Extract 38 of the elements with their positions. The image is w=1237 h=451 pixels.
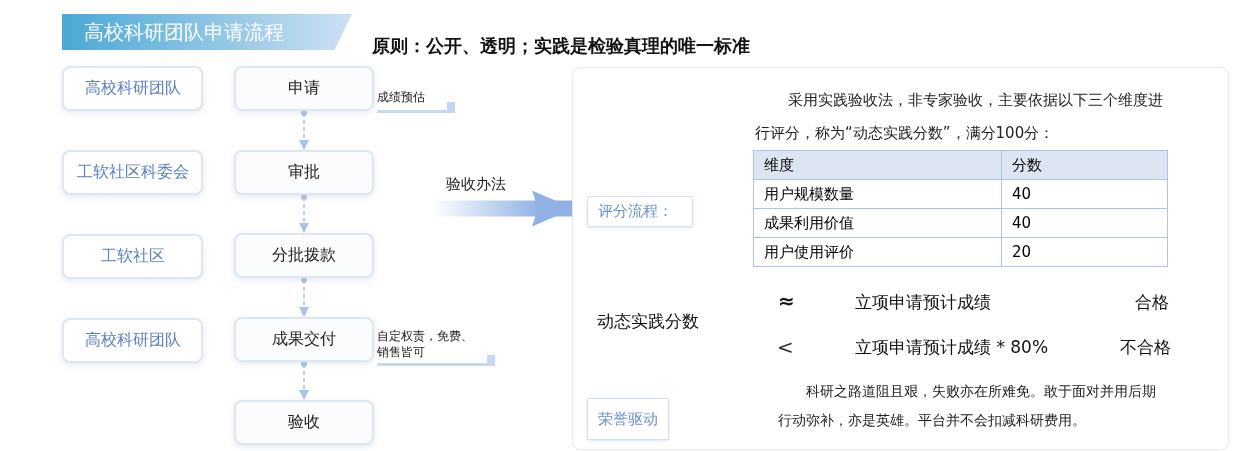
content-panel: [572, 67, 1229, 450]
note-text: 自定权责，免费、销售皆可: [377, 328, 495, 366]
section-tag: 评分流程：: [587, 196, 693, 227]
table-cell: 20: [1001, 237, 1168, 267]
role-box: 高校科研团队: [62, 66, 203, 111]
result-text: 不合格: [1120, 336, 1171, 359]
table-cell: 成果利用价值: [753, 208, 1002, 238]
result-label: 动态实践分数: [597, 310, 699, 333]
process-box: 审批: [234, 150, 374, 195]
table-cell: 40: [1001, 208, 1168, 238]
process-box: 分批拨款: [234, 233, 374, 278]
role-box: 工软社区科委会: [62, 150, 203, 195]
table-cell: 40: [1001, 179, 1168, 209]
note-text: 成绩预估: [377, 89, 455, 113]
comparison-symbol: <: [777, 335, 794, 359]
comparison-symbol: ≈: [778, 289, 795, 313]
condition-text: 立项申请预计成绩 * 80%: [855, 336, 1049, 359]
table-header-cell: 维度: [753, 150, 1002, 180]
condition-text: 立项申请预计成绩: [855, 291, 991, 314]
process-box: 验收: [234, 400, 374, 445]
role-box: 高校科研团队: [62, 318, 203, 363]
table-header-cell: 分数: [1001, 150, 1168, 180]
result-text: 合格: [1135, 291, 1169, 314]
paragraph: 采用实践验收法，非专家验收，主要依据以下三个维度进行评分，称为“动态实践分数”，满分100分：: [755, 90, 1164, 144]
paragraph: 科研之路道阻且艰，失败亦在所难免。敢于面对并用后期行动弥补，亦是英雄。平台并不会扣减科研费用。: [778, 382, 1157, 430]
arrow: [299, 110, 309, 150]
table-cell: 用户规模数量: [753, 179, 1002, 209]
role-box: 工软社区: [62, 234, 203, 279]
heading-text: 原则：公开、透明；实践是检验真理的唯一标准: [372, 34, 750, 58]
table-cell: 用户使用评价: [753, 237, 1002, 267]
edge-label: 验收办法: [446, 174, 506, 194]
title-banner: 高校科研团队申请流程: [62, 14, 352, 50]
arrow: [299, 194, 309, 233]
arrow: [299, 277, 309, 317]
section-tag: 荣誉驱动: [587, 398, 669, 440]
process-box: 申请: [234, 66, 374, 111]
process-box: 成果交付: [234, 317, 374, 362]
arrow: [299, 361, 309, 400]
